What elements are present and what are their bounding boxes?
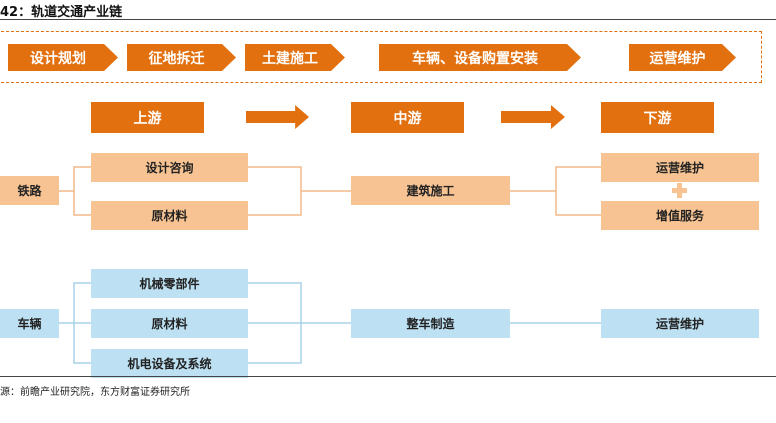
railway-upstream-design-consulting: 设计咨询 [91, 153, 248, 182]
header-downstream: 下游 [601, 102, 714, 133]
vehicle-downstream-operation: 运营维护 [601, 309, 759, 338]
vehicle-upstream-raw-materials: 原材料 [91, 309, 248, 338]
stage-flow-frame [0, 31, 762, 83]
railway-upstream-raw-materials: 原材料 [91, 201, 248, 230]
title-divider [0, 19, 776, 20]
page-title: 42：轨道交通产业链 [0, 5, 123, 20]
railway-label: 铁路 [0, 176, 59, 205]
vehicle-label: 车辆 [0, 309, 59, 338]
vehicle-upstream-mechanical-parts: 机械零部件 [91, 269, 248, 298]
railway-downstream-operation: 运营维护 [601, 153, 759, 182]
footer-divider [0, 376, 776, 377]
railway-midstream-construction: 建筑施工 [351, 176, 510, 205]
stage-design-planning: 设计规划 [8, 44, 118, 71]
header-midstream: 中游 [351, 102, 464, 133]
railway-downstream-value-added: 增值服务 [601, 201, 759, 230]
stage-vehicle-equipment: 车辆、设备购置安装 [379, 44, 581, 71]
stage-civil-construction: 土建施工 [245, 44, 345, 71]
vehicle-midstream-manufacturing: 整车制造 [351, 309, 510, 338]
plus-icon [672, 183, 687, 198]
source-note: 源：前瞻产业研究院，东方财富证券研究所 [0, 387, 190, 398]
header-upstream: 上游 [91, 102, 204, 133]
stage-land-acquisition: 征地拆迁 [127, 44, 236, 71]
vehicle-upstream-electromechanical: 机电设备及系统 [91, 349, 248, 378]
stage-operation-maintenance: 运营维护 [629, 44, 736, 71]
